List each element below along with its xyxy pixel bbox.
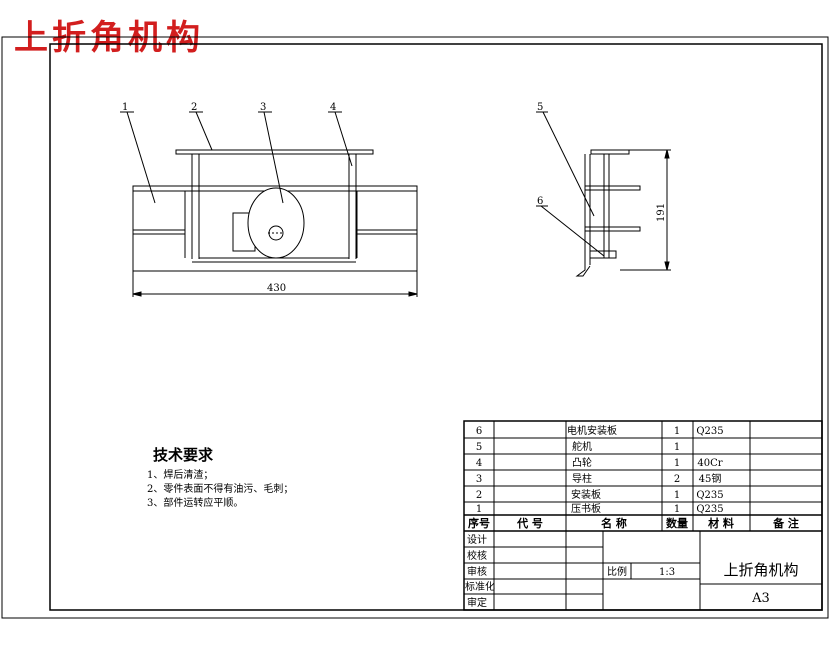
callout-2: 2 [191,102,197,113]
role-approve: 审定 [467,596,487,609]
technical-requirements: 技术要求 1、焊后清渣； 2、零件表面不得有油污、毛刺； 3、部件运转应平顺。 [135,444,293,511]
part-qty: 1 [674,426,680,437]
part-name: 舵机 [572,440,592,453]
press-plate-body [132,185,418,272]
mounting-plate [175,149,374,155]
part-name: 电机安装板 [567,424,617,437]
part-material: 45钢 [699,472,722,485]
tech-req-heading: 技术要求 [153,446,214,464]
part-name: 凸轮 [572,456,592,469]
outer-border [1,36,829,619]
callout-6: 6 [537,196,543,207]
tech-req-item: 2、零件表面不得有油污、毛刺； [147,484,294,495]
role-design: 设计 [467,533,487,546]
inner-border [49,43,823,611]
part-qty: 1 [674,458,680,469]
tech-req-item: 3、部件运转应平顺。 [147,498,244,509]
part-no: 6 [476,426,482,437]
part-no: 1 [476,504,482,515]
side-callouts: 5 6 191 [537,102,667,222]
header-material: 材 料 [708,516,734,530]
part-no: 3 [476,474,482,485]
side-mounting-plate [590,149,630,155]
front-view [120,111,418,297]
parts-list-table [463,420,823,611]
scale-label: 比例 [607,565,627,578]
part-qty: 2 [674,474,680,485]
part-material: Q235 [696,504,723,515]
part-qty: 1 [674,442,680,453]
sheet-size: A3 [751,591,770,606]
callout-1: 1 [122,102,128,113]
tech-req-item: 1、焊后清渣； [147,470,214,481]
header-code: 代 号 [516,516,543,530]
role-standardization: 标准化 [465,580,495,593]
part-qty: 1 [674,490,680,501]
part-no: 2 [476,490,482,501]
parts-list-text: 6 电机安装板 1 Q235 5 舵机 1 4 凸轮 1 40Cr 3 导柱 2… [468,424,799,530]
callout-5: 5 [537,102,543,113]
title-block-text: 设计 校核 审核 标准化 审定 比例 1:3 上折角机构 A3 [465,533,799,609]
callout-4: 4 [330,102,336,113]
header-remark: 备 注 [772,516,799,530]
header-name: 名 称 [601,516,627,530]
part-name: 压书板 [571,502,601,515]
part-no: 5 [476,442,482,453]
callout-3: 3 [260,102,266,113]
scale-value: 1:3 [659,567,675,578]
cam [247,187,305,259]
header-qty: 数量 [666,516,688,530]
side-view [536,111,671,277]
front-callouts: 1 2 3 4 430 [122,102,336,294]
drawing-name: 上折角机构 [723,561,798,579]
part-material: Q235 [696,426,723,437]
role-check: 校核 [467,549,487,562]
part-material: Q235 [696,490,723,501]
part-qty: 1 [674,504,680,515]
role-review: 审核 [467,565,487,578]
part-no: 4 [476,458,482,469]
drawing-title: 上折角机构 [14,18,204,58]
dimension-width: 430 [267,283,286,294]
part-name: 安装板 [571,488,601,501]
part-material: 40Cr [697,458,722,469]
motor-mount-plate [589,250,617,259]
part-name: 导柱 [572,472,592,485]
dimension-height: 191 [656,203,667,222]
header-no: 序号 [468,516,490,530]
